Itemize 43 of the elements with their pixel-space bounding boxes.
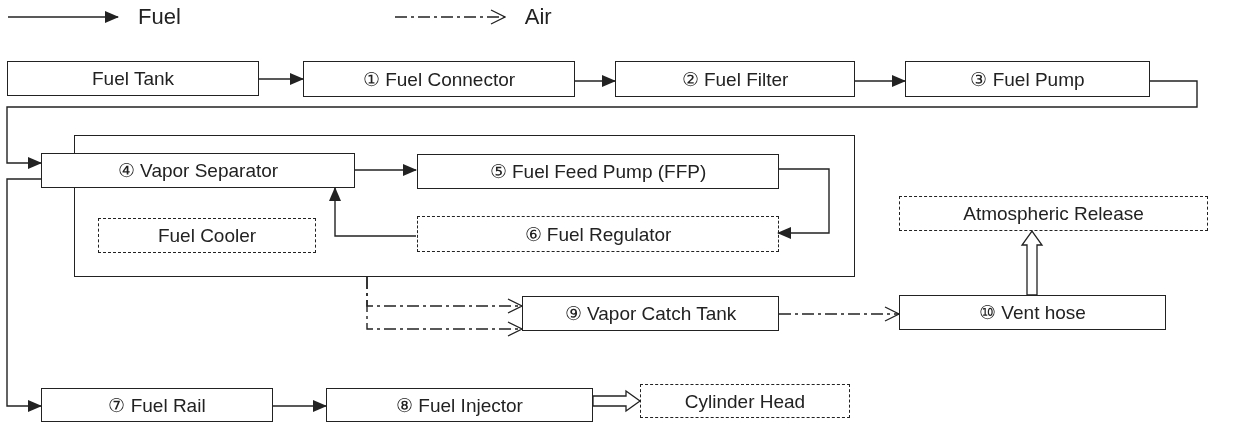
node-label: ③ Fuel Pump bbox=[970, 69, 1085, 89]
legend-label: Fuel bbox=[138, 6, 181, 28]
dashed-arrow bbox=[366, 276, 523, 337]
arrow bbox=[258, 73, 304, 85]
node-label: ① Fuel Connector bbox=[362, 69, 516, 89]
node-label: ④ Vapor Separator bbox=[117, 161, 279, 180]
process-box bbox=[41, 153, 355, 188]
arrow bbox=[6, 178, 42, 412]
optional-box bbox=[417, 216, 779, 252]
block-arrow bbox=[1020, 229, 1044, 296]
node-label: Atmospheric Release bbox=[963, 204, 1144, 223]
node-label: ⑨ Vapor Catch Tank bbox=[564, 304, 737, 323]
node-label: ⑥ Fuel Regulator bbox=[524, 224, 672, 244]
node-label: ⑩ Vent hose bbox=[979, 303, 1086, 322]
process-box bbox=[899, 295, 1166, 330]
arrow bbox=[354, 164, 417, 176]
arrow bbox=[574, 75, 616, 87]
arrow bbox=[777, 168, 830, 239]
arrow bbox=[6, 80, 1198, 169]
process-box bbox=[522, 296, 779, 331]
arrow bbox=[329, 187, 417, 237]
node-label: Cylinder Head bbox=[684, 391, 806, 411]
block-arrow bbox=[592, 389, 642, 413]
node-label: Fuel Tank bbox=[92, 69, 174, 88]
process-box bbox=[905, 61, 1150, 97]
optional-box bbox=[899, 196, 1208, 231]
process-box bbox=[41, 388, 273, 422]
process-box bbox=[326, 388, 593, 422]
process-box bbox=[7, 61, 259, 96]
optional-box bbox=[640, 384, 850, 418]
arrow bbox=[854, 75, 906, 87]
node-label: ② Fuel Filter bbox=[681, 69, 789, 89]
node-label: Fuel Cooler bbox=[157, 226, 257, 245]
process-box bbox=[303, 61, 575, 97]
node-label: ⑧ Fuel Injector bbox=[396, 395, 523, 415]
node-label: ⑦ Fuel Rail bbox=[108, 395, 206, 415]
legend-label: Air bbox=[524, 6, 552, 28]
dashed-arrow bbox=[778, 306, 900, 322]
node-label: ⑤ Fuel Feed Pump (FFP) bbox=[489, 162, 707, 181]
optional-box bbox=[98, 218, 316, 253]
process-box bbox=[417, 154, 779, 189]
process-box bbox=[615, 61, 855, 97]
arrow bbox=[272, 400, 327, 412]
